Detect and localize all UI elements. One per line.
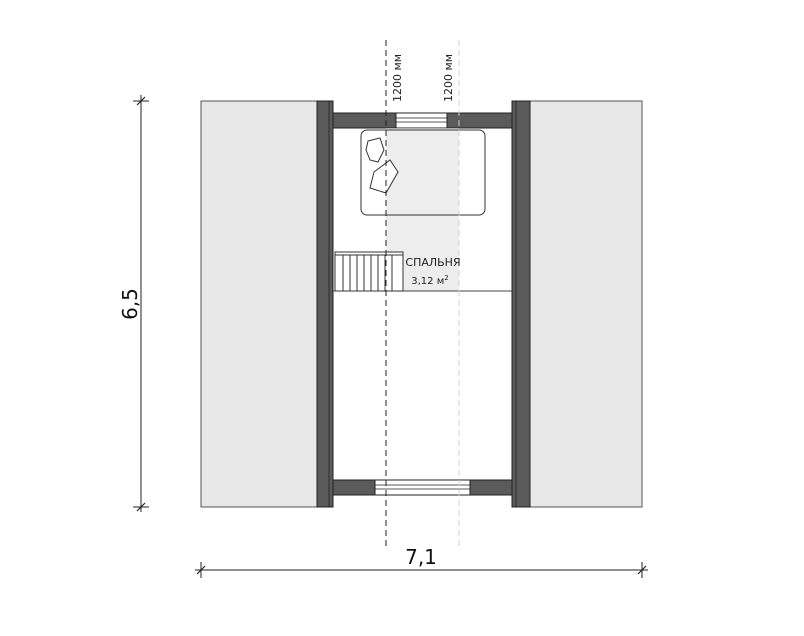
room-name: СПАЛЬНЯ [405, 256, 460, 269]
right-roof-slope [529, 100, 643, 508]
width-dimension [195, 562, 648, 578]
bottom-wall-right [469, 479, 513, 496]
floor-area [333, 128, 512, 482]
bottom-window [374, 479, 471, 496]
height-dimension-label: 6,5 [118, 288, 142, 320]
top-wall-left [332, 112, 397, 129]
height-label-second: 1200 мм [442, 54, 455, 102]
width-dimension-label: 7,1 [405, 545, 437, 569]
pillow-icon [365, 137, 385, 163]
height-dimension [133, 95, 149, 512]
top-window [395, 112, 448, 129]
left-wall [316, 100, 334, 508]
bottom-wall-left [332, 479, 376, 496]
pillow-icon [369, 159, 399, 194]
top-wall-right [446, 112, 513, 129]
left-roof-slope [200, 100, 318, 508]
bed [360, 129, 486, 216]
height-label-first: 1200 мм [391, 54, 404, 102]
stairs [334, 251, 404, 292]
room-area: 3,12 м2 [411, 274, 448, 287]
right-wall [511, 100, 531, 508]
